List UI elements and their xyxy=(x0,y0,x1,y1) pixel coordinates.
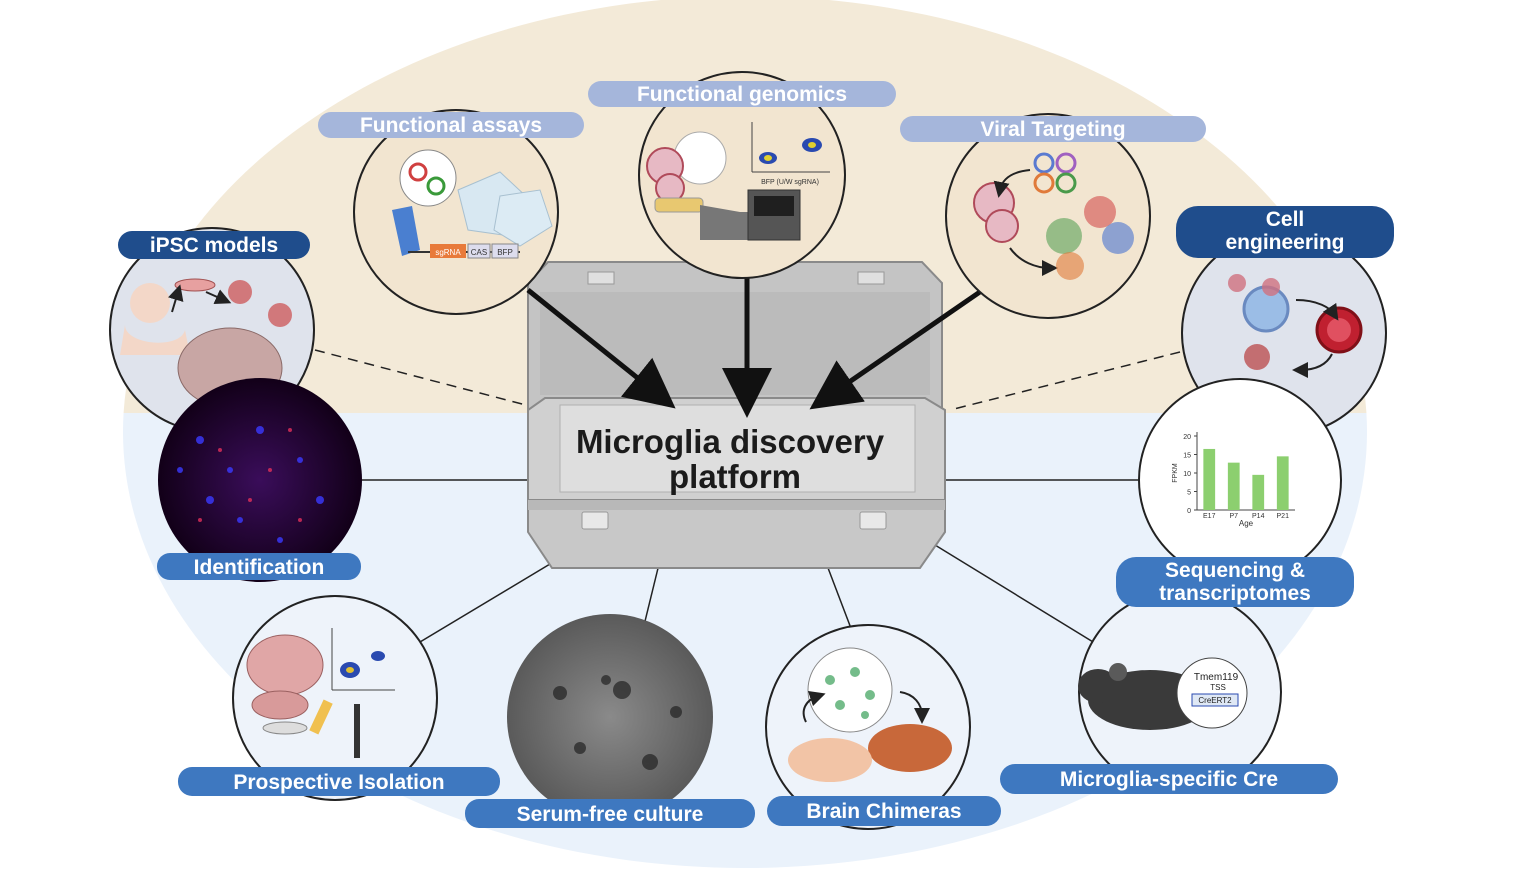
chest xyxy=(527,261,946,569)
chart-x-label: Age xyxy=(1239,519,1254,528)
serum-free-culture-figure xyxy=(507,614,713,820)
svg-text:transcriptomes: transcriptomes xyxy=(1159,582,1311,605)
arrow-assays xyxy=(526,288,676,409)
microglia-cre-figure: Tmem119 TSS CreERT2 xyxy=(1078,590,1282,794)
label-prospective-isolation: Prospective Isolation xyxy=(178,767,500,796)
center-title-line2: platform xyxy=(669,458,801,495)
identification-figure xyxy=(158,378,362,582)
svg-text:Prospective Isolation: Prospective Isolation xyxy=(233,771,444,794)
chart-x-tick-label: P7 xyxy=(1229,513,1238,520)
chart-y-tick-label: 5 xyxy=(1187,490,1191,497)
chart-bar xyxy=(1203,448,1216,510)
functional-assays-figure: sgRNA CAS BFP xyxy=(353,109,559,315)
chart-bar xyxy=(1252,474,1265,510)
label-sequencing: Sequencing & transcriptomes xyxy=(1116,557,1354,607)
label-serum-free-culture: Serum-free culture xyxy=(465,799,755,828)
genomics-xaxis-text: BFP (U/W sgRNA) xyxy=(761,179,819,186)
brain-chimeras-figure xyxy=(765,624,971,830)
chart-y-tick-label: 15 xyxy=(1183,453,1191,460)
svg-text:engineering: engineering xyxy=(1225,231,1344,254)
assay-cas-text: CAS xyxy=(471,248,487,257)
chart-y-label: FPKM xyxy=(1172,463,1179,483)
chart-x-tick-label: P14 xyxy=(1252,513,1265,520)
center-title-line1: Microglia discovery xyxy=(576,423,885,460)
chart-y-tick-label: 20 xyxy=(1183,434,1191,441)
label-ipsc-models: iPSC models xyxy=(118,231,310,259)
chart-y-tick-label: 0 xyxy=(1187,508,1191,515)
assay-bfp-text: BFP xyxy=(497,248,513,257)
chart-bar xyxy=(1276,456,1289,510)
assay-sgrna-text: sgRNA xyxy=(435,248,461,257)
svg-text:Microglia-specific Cre: Microglia-specific Cre xyxy=(1060,768,1278,791)
chart-x-tick-label: E17 xyxy=(1203,513,1216,520)
label-functional-assays: Functional assays xyxy=(318,112,584,138)
label-functional-genomics: Functional genomics xyxy=(588,81,896,107)
svg-text:Brain Chimeras: Brain Chimeras xyxy=(806,800,961,823)
label-viral-targeting: Viral Targeting xyxy=(900,116,1206,142)
svg-text:Serum-free culture: Serum-free culture xyxy=(517,803,704,826)
svg-text:Functional assays: Functional assays xyxy=(360,114,542,137)
cre-gene-text: Tmem119 xyxy=(1194,672,1239,683)
prospective-isolation-figure xyxy=(232,595,438,801)
chart-bar xyxy=(1227,462,1240,510)
cre-tss-text: TSS xyxy=(1210,683,1226,692)
cre-construct-text: CreERT2 xyxy=(1198,696,1232,705)
connector-lines xyxy=(314,349,1181,659)
arrow-viral xyxy=(809,282,992,410)
label-microglia-cre: Microglia-specific Cre xyxy=(1000,764,1338,794)
functional-genomics-figure: BFP (U/W sgRNA) xyxy=(638,71,846,279)
label-cell-engineering: Cell engineering xyxy=(1176,206,1394,258)
svg-text:Functional genomics: Functional genomics xyxy=(637,83,847,106)
viral-targeting-figure xyxy=(945,113,1151,319)
label-brain-chimeras: Brain Chimeras xyxy=(767,796,1001,826)
svg-text:Identification: Identification xyxy=(194,556,325,579)
chart-y-tick-label: 10 xyxy=(1183,471,1191,478)
svg-text:Sequencing &: Sequencing & xyxy=(1165,559,1305,582)
chart-x-tick-label: P21 xyxy=(1277,513,1290,520)
svg-text:Cell: Cell xyxy=(1266,208,1305,231)
svg-text:Viral Targeting: Viral Targeting xyxy=(980,118,1125,141)
label-identification: Identification xyxy=(157,553,361,580)
svg-text:iPSC models: iPSC models xyxy=(150,234,278,257)
